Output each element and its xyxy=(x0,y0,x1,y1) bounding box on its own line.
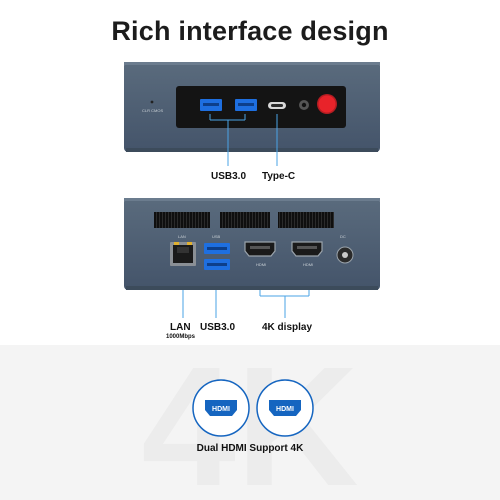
hdmi-badge-2: HDMI xyxy=(256,379,314,437)
usb30-port-1 xyxy=(200,99,222,111)
4k-watermark: 4K xyxy=(141,345,358,500)
feature-panel: 4K HDMI HDMI xyxy=(0,345,500,500)
back-lan-port-label: LAN xyxy=(178,234,186,239)
back-usb30-label: USB3.0 xyxy=(200,322,236,333)
clr-cmos-hole xyxy=(150,100,154,104)
back-hdmi2-port-label: HDMI xyxy=(303,262,314,267)
audio-jack xyxy=(299,100,309,110)
hdmi-port-2 xyxy=(291,241,323,257)
back-4k-display-label: 4K display xyxy=(262,322,313,333)
front-panel-view: CLR CMOS xyxy=(124,62,380,152)
hdmi-badge-1-text: HDMI xyxy=(212,406,230,413)
dc-jack xyxy=(336,246,354,264)
back-lan-speed-label: 1000Mbps xyxy=(166,334,196,340)
lan-port xyxy=(170,242,196,266)
vent-left xyxy=(154,212,210,228)
page-title: Rich interface design xyxy=(111,16,389,46)
back-panel-chassis xyxy=(124,198,380,290)
back-hdmi1-port-label: HDMI xyxy=(256,262,267,267)
vent-middle xyxy=(220,212,270,228)
front-typec-label: Type-C xyxy=(262,171,296,182)
usb30-port-2 xyxy=(235,99,257,111)
typec-port xyxy=(268,102,286,109)
vent-right xyxy=(278,212,334,228)
front-panel-chassis xyxy=(124,62,380,152)
hdmi-badge-2-text: HDMI xyxy=(276,406,294,413)
hdmi-port-1 xyxy=(244,241,276,257)
back-usb-port-2 xyxy=(204,259,230,270)
back-panel-view: LAN USB HDMI HDMI DC xyxy=(124,198,380,290)
front-port-panel xyxy=(176,86,346,128)
feature-graphic: 4K HDMI HDMI xyxy=(141,345,358,500)
back-dc-port-label: DC xyxy=(340,234,346,239)
clr-cmos-label: CLR CMOS xyxy=(142,108,164,113)
power-button xyxy=(317,94,337,114)
back-usb-port-label: USB xyxy=(212,234,221,239)
hdmi-badge-1: HDMI xyxy=(192,379,250,437)
front-usb30-label: USB3.0 xyxy=(211,171,247,182)
back-usb-port-1 xyxy=(204,243,230,254)
feature-caption: Dual HDMI Support 4K xyxy=(196,443,304,454)
back-lan-label: LAN xyxy=(170,322,191,333)
